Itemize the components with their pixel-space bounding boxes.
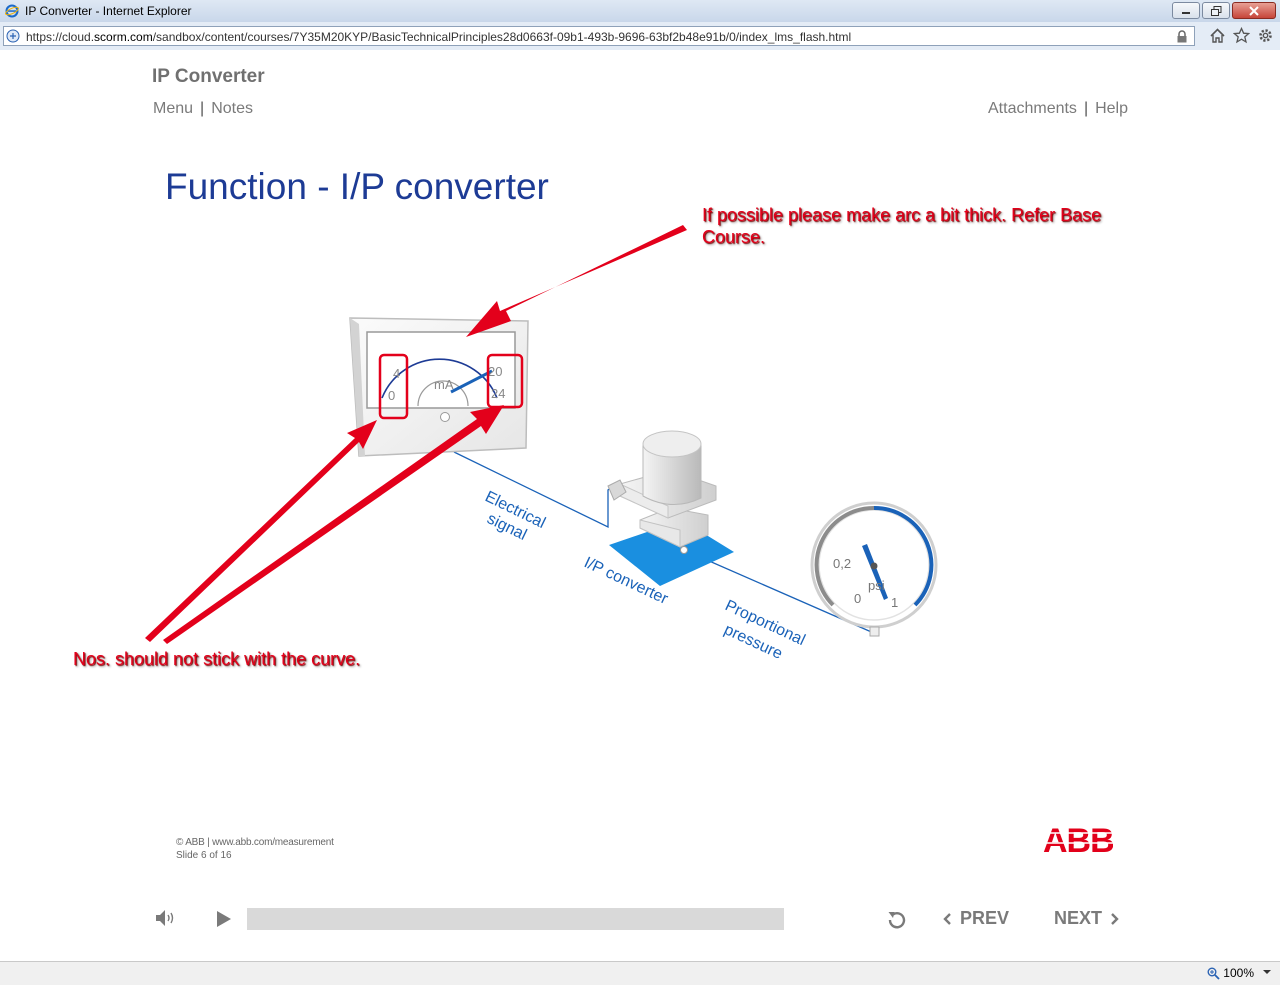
url-field[interactable]: https://cloud.scorm.com/sandbox/content/… [3, 26, 1195, 46]
home-icon[interactable] [1209, 27, 1226, 44]
annotation-arrows [145, 225, 687, 644]
course-nav-left: Menu | Notes [153, 100, 253, 118]
gauge-tick-0: 0 [854, 591, 861, 606]
menu-link[interactable]: Menu [153, 100, 194, 117]
highlight-box-right [486, 353, 524, 409]
svg-text:ABB: ABB [1043, 823, 1113, 855]
meter-needle [450, 369, 493, 394]
status-bar: 100% [0, 961, 1280, 985]
meter-adjust-screw [440, 412, 450, 422]
help-link[interactable]: Help [1095, 100, 1128, 117]
minimize-button[interactable] [1172, 2, 1200, 19]
next-label: NEXT [1054, 908, 1103, 928]
site-icon [6, 29, 20, 43]
gauge-needle [862, 544, 888, 600]
attachments-link[interactable]: Attachments [988, 100, 1077, 117]
meter-tick-24: 24 [491, 386, 505, 401]
meter-unit: mA [434, 377, 454, 392]
meter-scale-arc [381, 358, 498, 399]
zoom-magnifier-icon [1207, 967, 1220, 980]
gauge-unit: psi [868, 578, 885, 593]
highlight-box-left [378, 353, 409, 420]
meter-inner-arc [417, 380, 469, 407]
volume-speaker-icon[interactable] [155, 908, 177, 928]
chevron-left-icon [943, 912, 951, 925]
close-button[interactable] [1232, 2, 1276, 19]
gauge-blue-arc [873, 505, 934, 607]
nav-separator: | [1083, 100, 1089, 117]
url-text: https://cloud.scorm.com/sandbox/content/… [26, 30, 852, 44]
annotation-arc-thickness: If possible please make arc a bit thick.… [702, 205, 1102, 247]
ip-converter-device [607, 430, 734, 586]
prev-button[interactable]: PREV [942, 908, 1009, 929]
zoom-control[interactable]: 100% [1207, 966, 1254, 980]
notes-link[interactable]: Notes [211, 100, 253, 117]
course-title: IP Converter [152, 66, 265, 87]
gauge-tick-02: 0,2 [833, 556, 851, 571]
restore-button[interactable] [1202, 2, 1230, 19]
address-bar: https://cloud.scorm.com/sandbox/content/… [0, 22, 1280, 50]
lock-icon[interactable] [1176, 30, 1188, 43]
gauge-grey-arc [814, 505, 875, 607]
annotation-numbers-spacing: Nos. should not stick with the curve. [73, 649, 361, 669]
copyright-text: © ABB | www.abb.com/measurement [176, 837, 334, 848]
meter-tick-4: 4 [393, 366, 400, 381]
window-title: IP Converter - Internet Explorer [25, 4, 192, 18]
settings-gear-icon[interactable] [1257, 27, 1274, 44]
ma-meter: mA 4 0 20 24 [349, 317, 529, 457]
course-nav-right: Attachments | Help [988, 100, 1128, 118]
abb-logo: ABB [1043, 823, 1113, 855]
internet-explorer-icon [5, 4, 19, 18]
arrow-to-left-numbers [145, 420, 377, 642]
player-controls: PREV NEXT [0, 900, 1280, 940]
favorites-star-icon[interactable] [1233, 27, 1250, 44]
next-button[interactable]: NEXT [1054, 908, 1120, 929]
slide-counter: Slide 6 of 16 [176, 850, 232, 861]
progress-bar[interactable] [247, 908, 784, 930]
chevron-right-icon [1111, 912, 1119, 925]
close-icon [1249, 5, 1259, 16]
gauge-tick-1: 1 [891, 595, 898, 610]
nav-separator: | [200, 100, 205, 117]
restore-icon [1210, 5, 1221, 16]
arrow-to-right-numbers [163, 405, 504, 644]
replay-icon[interactable] [885, 908, 909, 932]
slide-heading: Function - I/P converter [165, 166, 549, 207]
prev-label: PREV [960, 908, 1010, 928]
psi-gauge: 0,2 0 1 psi [810, 501, 938, 637]
chevron-down-icon[interactable] [1262, 968, 1272, 976]
arrow-to-arc [466, 225, 687, 337]
play-icon[interactable] [215, 909, 233, 929]
meter-tick-20: 20 [488, 364, 502, 379]
window-titlebar: IP Converter - Internet Explorer [0, 0, 1280, 23]
minimize-icon [1182, 11, 1190, 14]
zoom-level: 100% [1223, 966, 1254, 980]
meter-tick-0: 0 [388, 388, 395, 403]
